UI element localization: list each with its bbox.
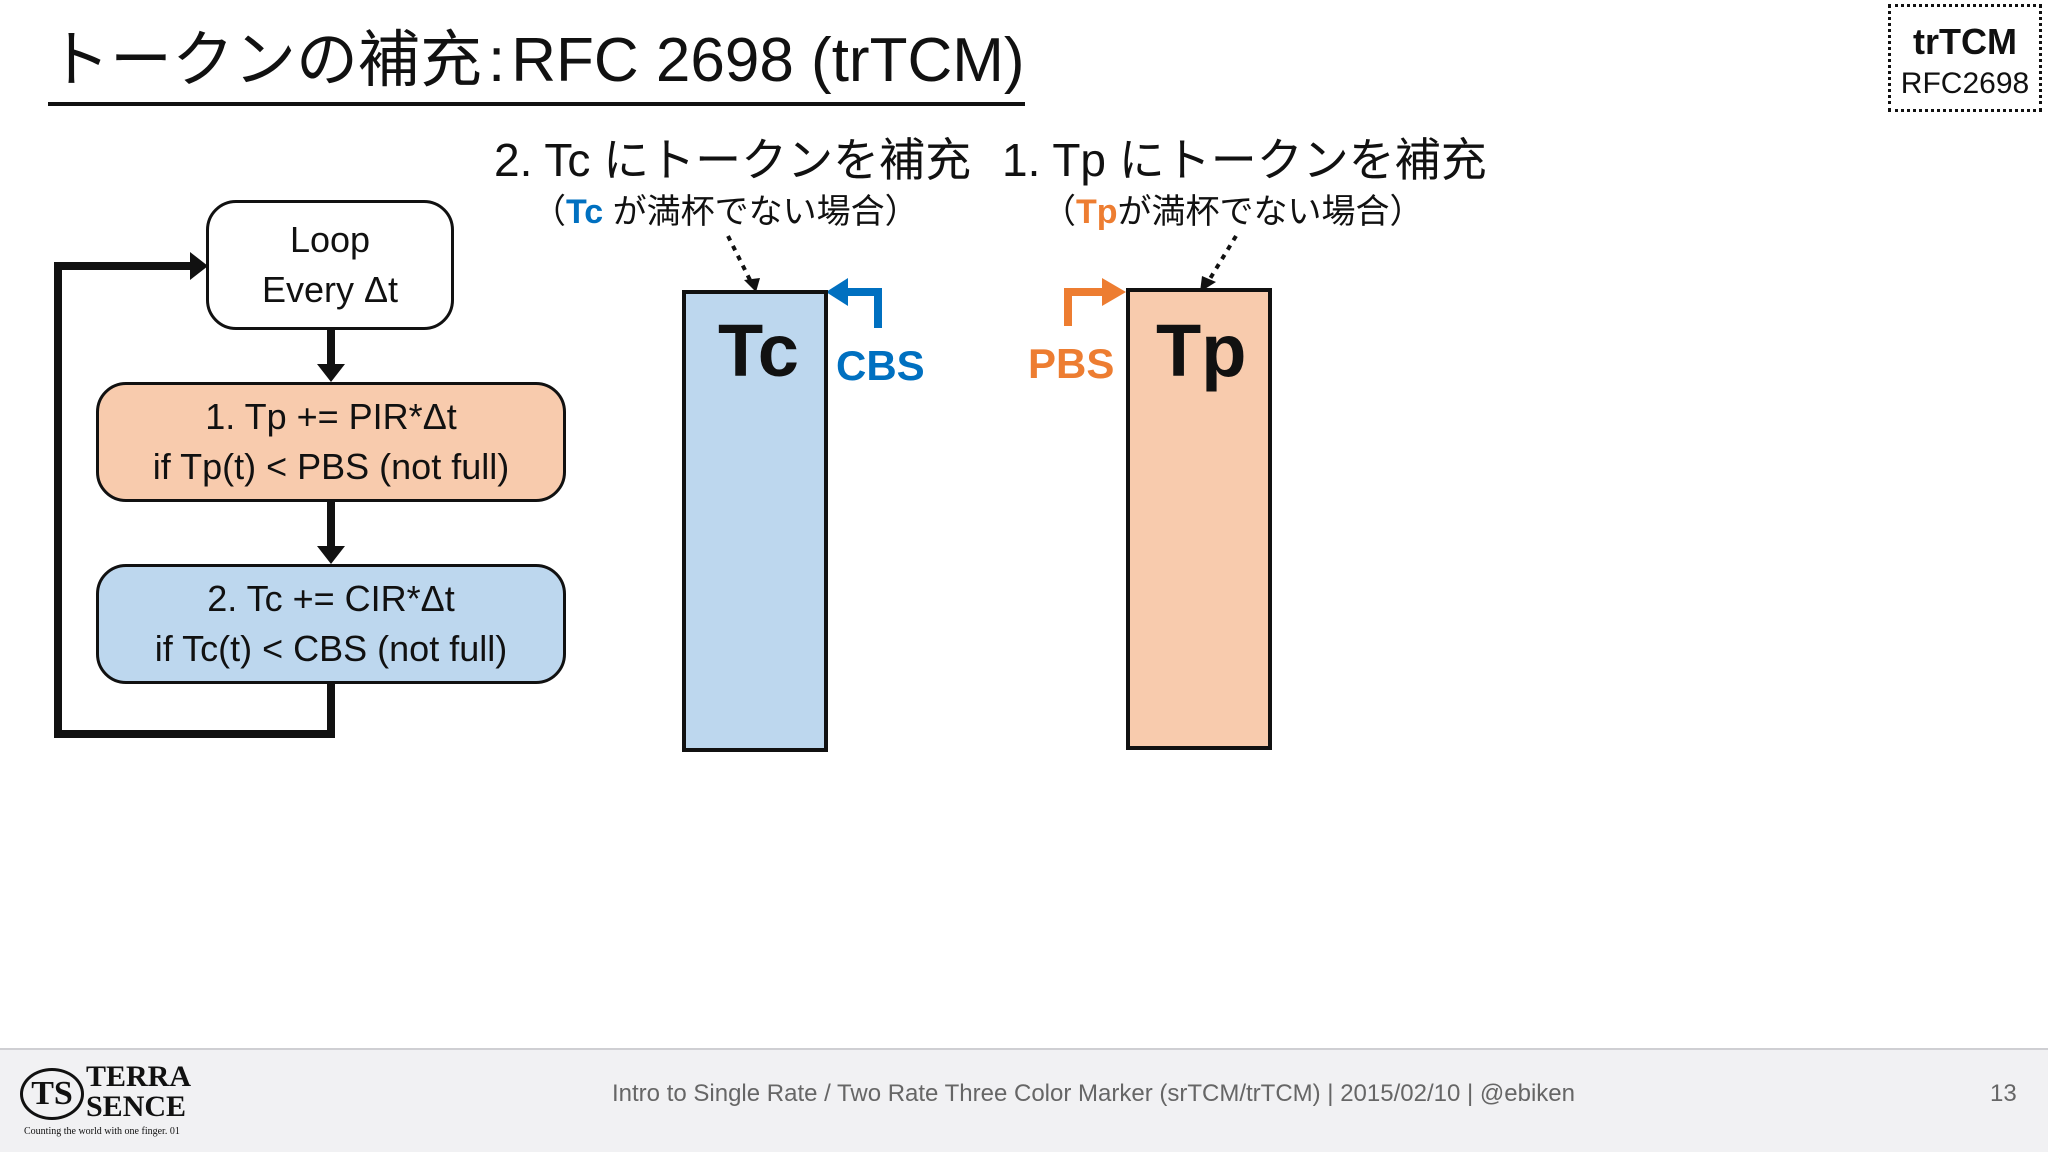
cbs-label: CBS: [836, 342, 925, 389]
tp-bucket-label: Tp: [1156, 309, 1247, 392]
tag-title: trTCM: [1913, 21, 2017, 62]
tp-key: Tp: [1076, 193, 1118, 231]
tp-heading: 1. Tp にトークンを補充: [1002, 134, 1487, 186]
pbs-label: PBS: [1028, 340, 1115, 387]
tc-heading: 2. Tc にトークンを補充: [494, 134, 972, 186]
arrowhead-loop: [190, 252, 208, 280]
tc-bucket-label: Tc: [718, 309, 799, 392]
tag-subtitle: RFC2698: [1900, 67, 2030, 100]
terrasence-logo: TS TERRA SENCE Counting the world with o…: [20, 1062, 200, 1140]
footer-bar: [0, 1048, 2048, 1152]
logo-sence: SENCE: [86, 1090, 187, 1123]
logo-ts-mark: TS: [20, 1068, 84, 1120]
tc-bucket: [682, 290, 828, 752]
footer-text: Intro to Single Rate / Two Rate Three Co…: [612, 1080, 1575, 1107]
tp-subheading: （Tpが満杯でない場合）: [1042, 193, 1424, 231]
arrowhead-1: [317, 364, 345, 382]
section-tag: trTCM RFC2698: [1888, 4, 2042, 112]
tp-pointer: [1206, 234, 1238, 284]
loop-back-line: [54, 262, 335, 738]
tc-subheading: （Tc が満杯でない場合）: [532, 193, 919, 231]
tc-pointer: [726, 235, 754, 285]
tc-key: Tc: [566, 193, 604, 231]
arrowhead-2: [317, 546, 345, 564]
step2-box: 2. Tc += CIR*Δt if Tc(t) < CBS (not full…: [96, 564, 566, 684]
page-title: トークンの補充:RFC 2698 (trTCM): [48, 20, 1025, 106]
loop-box: Loop Every Δt: [206, 200, 454, 330]
pbs-arrow: [1064, 288, 1106, 326]
logo-tagline: Counting the world with one finger. 01: [24, 1126, 180, 1137]
tp-bucket: [1126, 288, 1272, 750]
logo-terra: TERRA: [86, 1060, 192, 1093]
page-number: 13: [1990, 1080, 2017, 1107]
cbs-arrow: [844, 288, 882, 328]
step1-box: 1. Tp += PIR*Δt if Tp(t) < PBS (not full…: [96, 382, 566, 502]
